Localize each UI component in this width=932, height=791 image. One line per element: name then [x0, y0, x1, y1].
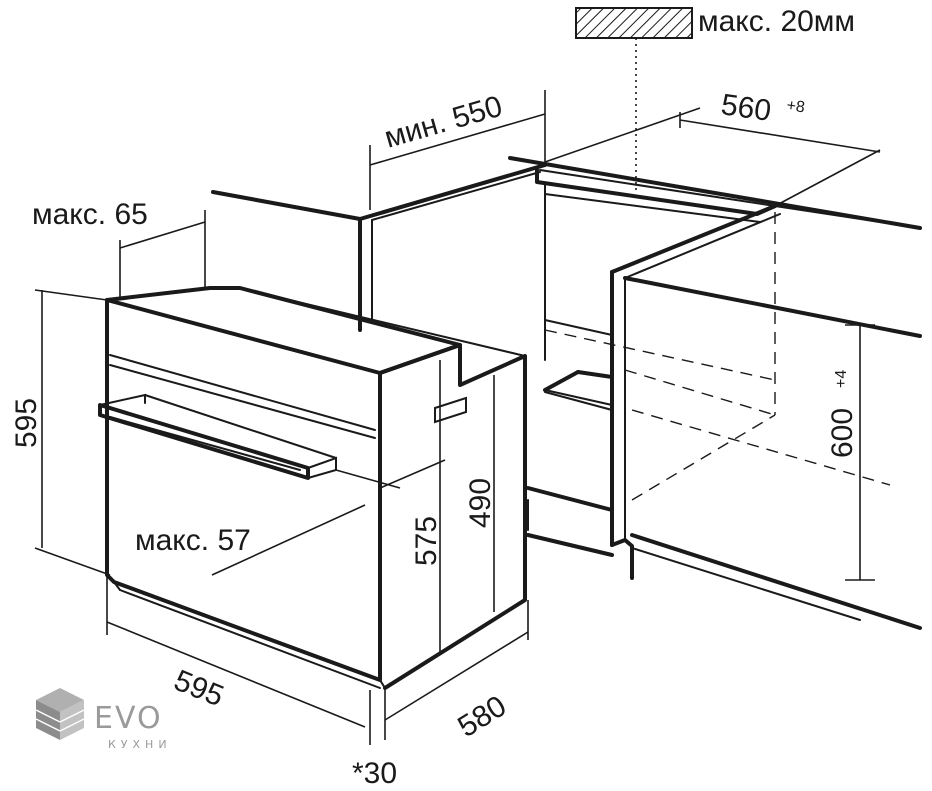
- logo-subtitle: КУХНИ: [108, 738, 172, 751]
- label-oven-width: 595: [169, 664, 228, 713]
- label-footnote: *30: [352, 757, 397, 790]
- label-oven-depth: 580: [452, 689, 512, 744]
- label-niche-width-tolerance: +8: [785, 97, 806, 116]
- label-niche-height: 600: [826, 408, 859, 458]
- oven: [98, 286, 527, 690]
- cube-icon: [35, 688, 85, 740]
- dimension-lines: [34, 7, 881, 745]
- evo-logo: EVO КУХНИ: [35, 688, 172, 751]
- label-max-handle: макс. 57: [135, 524, 251, 557]
- countertop-hatch-box: [575, 7, 693, 39]
- cabinet-niche: [211, 38, 922, 630]
- label-max-front: макс. 65: [32, 198, 148, 231]
- dimension-labels: макс. 20мм мин. 550 560 +8 макс. 65 595 …: [10, 5, 859, 790]
- logo-brand: EVO: [94, 701, 163, 736]
- label-inner-height: 490: [464, 478, 497, 528]
- label-niche-height-tolerance: +4: [833, 370, 850, 388]
- label-oven-height: 595: [10, 398, 43, 448]
- label-max-countertop: макс. 20мм: [698, 5, 855, 38]
- label-min-depth: мин. 550: [381, 90, 506, 155]
- label-niche-width: 560: [719, 88, 773, 128]
- label-body-height: 575: [410, 516, 443, 566]
